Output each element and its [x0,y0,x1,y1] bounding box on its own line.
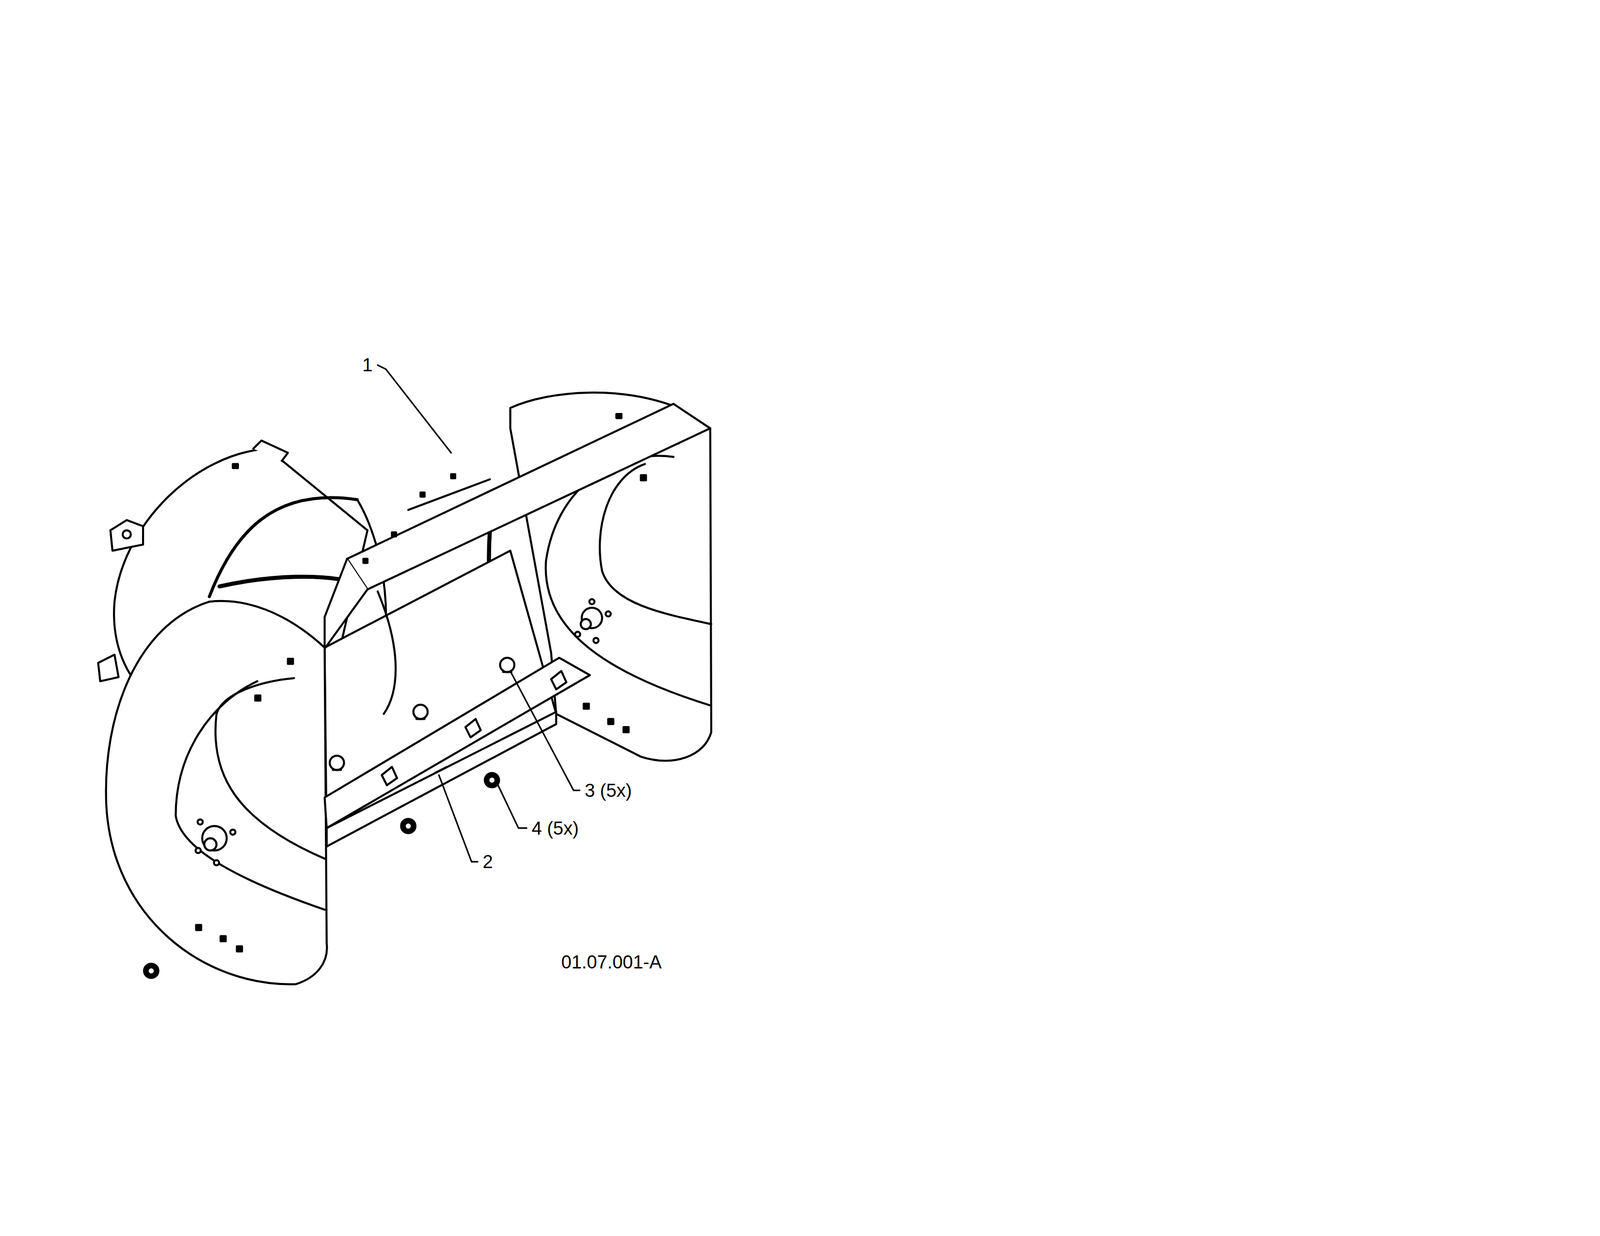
left-side-plate [255,695,261,702]
left-side-plate [106,601,328,985]
carriage-bolt [329,755,344,770]
hex-nut [148,968,155,975]
left-side-plate [288,658,294,665]
hex-nut [144,963,159,978]
carriage-bolt [332,768,341,771]
carriage-bolt [413,704,428,720]
top-channel [616,414,622,418]
right-side-plate [623,727,629,733]
left-side-plate [215,678,325,859]
hex-nut [489,777,495,784]
callout-number: 3 (5x) [584,781,632,800]
left-side-plate [197,819,204,826]
left-side-plate [202,826,227,851]
impeller-housing [110,520,144,551]
callout-number: 2 [482,852,493,872]
top-channel [324,559,368,649]
top-channel [420,492,425,497]
carriage-bolt [329,657,515,770]
scraper-bar [324,657,591,829]
leader-line [510,671,580,791]
left-side-plate [237,946,243,952]
figure-code: 01.07.001-A [561,953,662,972]
left-side-plate [175,681,325,910]
callout-number: 1 [362,355,373,375]
right-side-plate [605,611,611,617]
right-side-plate [583,704,590,710]
left-side-plate [230,830,236,836]
leader-line [497,785,527,829]
left-side-plate [213,860,220,866]
right-side-plate [593,638,599,644]
right-side-plate [608,719,614,725]
scraper-bar [434,767,448,774]
left-side-plate [204,838,217,851]
impeller-housing [253,440,288,462]
impeller-housing [97,655,119,682]
top-channel [363,559,368,563]
scraper-bar [381,767,398,786]
right-side-plate [589,599,595,605]
right-side-plate [599,464,712,624]
top-channel [347,403,711,590]
left-side-plate [220,936,226,942]
leader-line [377,365,580,863]
impeller-housing [122,530,131,539]
leader-line [438,775,478,863]
left-side-plate [106,601,328,985]
hex-nut [144,773,499,979]
top-channel [450,474,455,479]
top-channel [391,532,396,537]
left-side-plate [195,925,202,931]
left-side-plate [195,848,201,854]
right-side-plate [580,619,592,630]
hex-nut [405,823,412,830]
impeller-housing [232,464,239,468]
carriage-bolt [416,718,425,720]
impeller-housing [209,497,358,597]
carriage-bolt [499,657,514,672]
scraper-bar [324,657,591,847]
top-channel [408,479,490,511]
leader-line [377,365,451,453]
callout-number: 4 (5x) [531,819,579,838]
hex-nut [484,773,499,788]
hex-nut [400,818,416,833]
back-wall [377,591,396,714]
scraper-bar [465,719,481,738]
right-side-plate [640,475,647,481]
scraper-bar [551,671,567,690]
top-channel [324,403,711,649]
right-side-plate [575,631,581,638]
